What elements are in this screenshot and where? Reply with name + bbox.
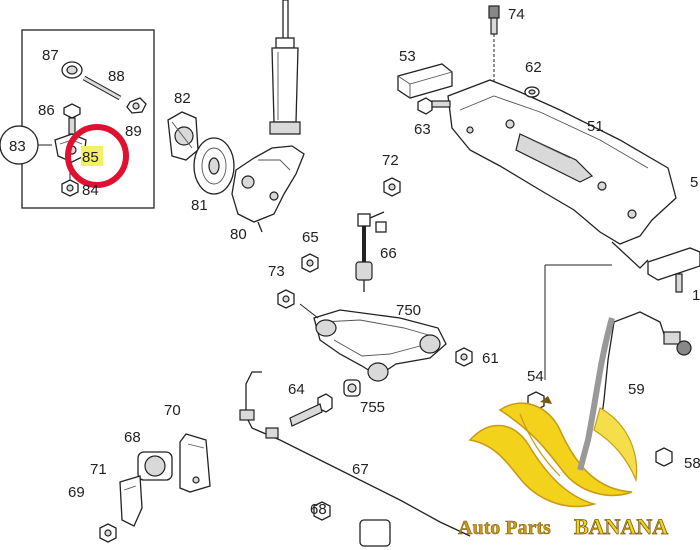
- label-68-lower: 68: [310, 501, 327, 518]
- label-86: 86: [38, 102, 55, 119]
- knuckle-80: [231, 145, 305, 233]
- label-750: 750: [396, 302, 421, 319]
- label-1-partial: 1: [692, 287, 700, 304]
- nut-61: [455, 347, 473, 367]
- bolt-63: [417, 97, 451, 115]
- label-63: 63: [414, 121, 431, 138]
- label-58-partial: 58: [684, 455, 700, 472]
- label-71: 71: [90, 461, 107, 478]
- label-83: 83: [9, 138, 26, 155]
- label-59: 59: [628, 381, 645, 398]
- stabilizer-bar-67: [239, 371, 471, 537]
- label-5-partial: 5: [690, 174, 698, 191]
- label-61: 61: [482, 350, 499, 367]
- control-arm-750: [313, 309, 447, 382]
- label-54: 54: [527, 368, 544, 385]
- callout-circle-85: [65, 124, 129, 188]
- brake-disc-81: [193, 137, 235, 195]
- watermark-text-auto-parts: Auto Parts: [458, 517, 551, 539]
- label-62: 62: [525, 59, 542, 76]
- label-53: 53: [399, 48, 416, 65]
- label-88: 88: [108, 68, 125, 85]
- bushing-68-upper: [137, 451, 173, 481]
- mount-bracket-right: [647, 247, 700, 293]
- label-82: 82: [174, 90, 191, 107]
- label-70: 70: [164, 402, 181, 419]
- pin-88: [82, 75, 122, 101]
- bolt-74: [488, 5, 500, 35]
- label-84: 84: [82, 182, 99, 199]
- label-81: 81: [191, 197, 208, 214]
- upper-link-59: [599, 311, 692, 431]
- label-73: 73: [268, 263, 285, 280]
- label-64: 64: [288, 381, 305, 398]
- part-labels: 87 88 86 89 85 84 83 82 81 80 74 53 62 6…: [9, 6, 700, 518]
- stabilizer-link-66: [355, 211, 387, 292]
- banana-logo-icon: [468, 317, 638, 508]
- bracket-70: [179, 433, 211, 493]
- label-80: 80: [230, 226, 247, 243]
- highlight-85: [81, 146, 103, 166]
- nut-72: [383, 177, 401, 197]
- label-85: 85: [82, 149, 99, 166]
- bushing-68-lower: [313, 501, 391, 547]
- label-68-upper: 68: [124, 429, 141, 446]
- nut-65: [301, 253, 319, 273]
- label-72: 72: [382, 152, 399, 169]
- mount-bracket-53: [397, 63, 453, 99]
- hub-flange-82: [167, 111, 199, 161]
- bolt-86: [63, 103, 81, 135]
- nut-73: [277, 289, 295, 309]
- watermark-text-banana: BANANA: [574, 514, 668, 539]
- label-74: 74: [508, 6, 525, 23]
- clamp-71: [119, 475, 143, 527]
- label-67: 67: [352, 461, 369, 478]
- label-66: 66: [380, 245, 397, 262]
- shock-absorber: [269, 0, 301, 135]
- crossmember-51: [447, 79, 677, 269]
- bushing-755: [343, 379, 361, 397]
- nut-69: [99, 523, 117, 543]
- label-755: 755: [360, 399, 385, 416]
- label-51: 51: [587, 118, 604, 135]
- label-89: 89: [125, 123, 142, 140]
- label-87: 87: [42, 47, 59, 64]
- bolt-64: [289, 393, 333, 427]
- detail-box-83: [0, 29, 155, 209]
- nut-58: [655, 447, 673, 467]
- label-65: 65: [302, 229, 319, 246]
- nut-84: [61, 179, 79, 197]
- label-69: 69: [68, 484, 85, 501]
